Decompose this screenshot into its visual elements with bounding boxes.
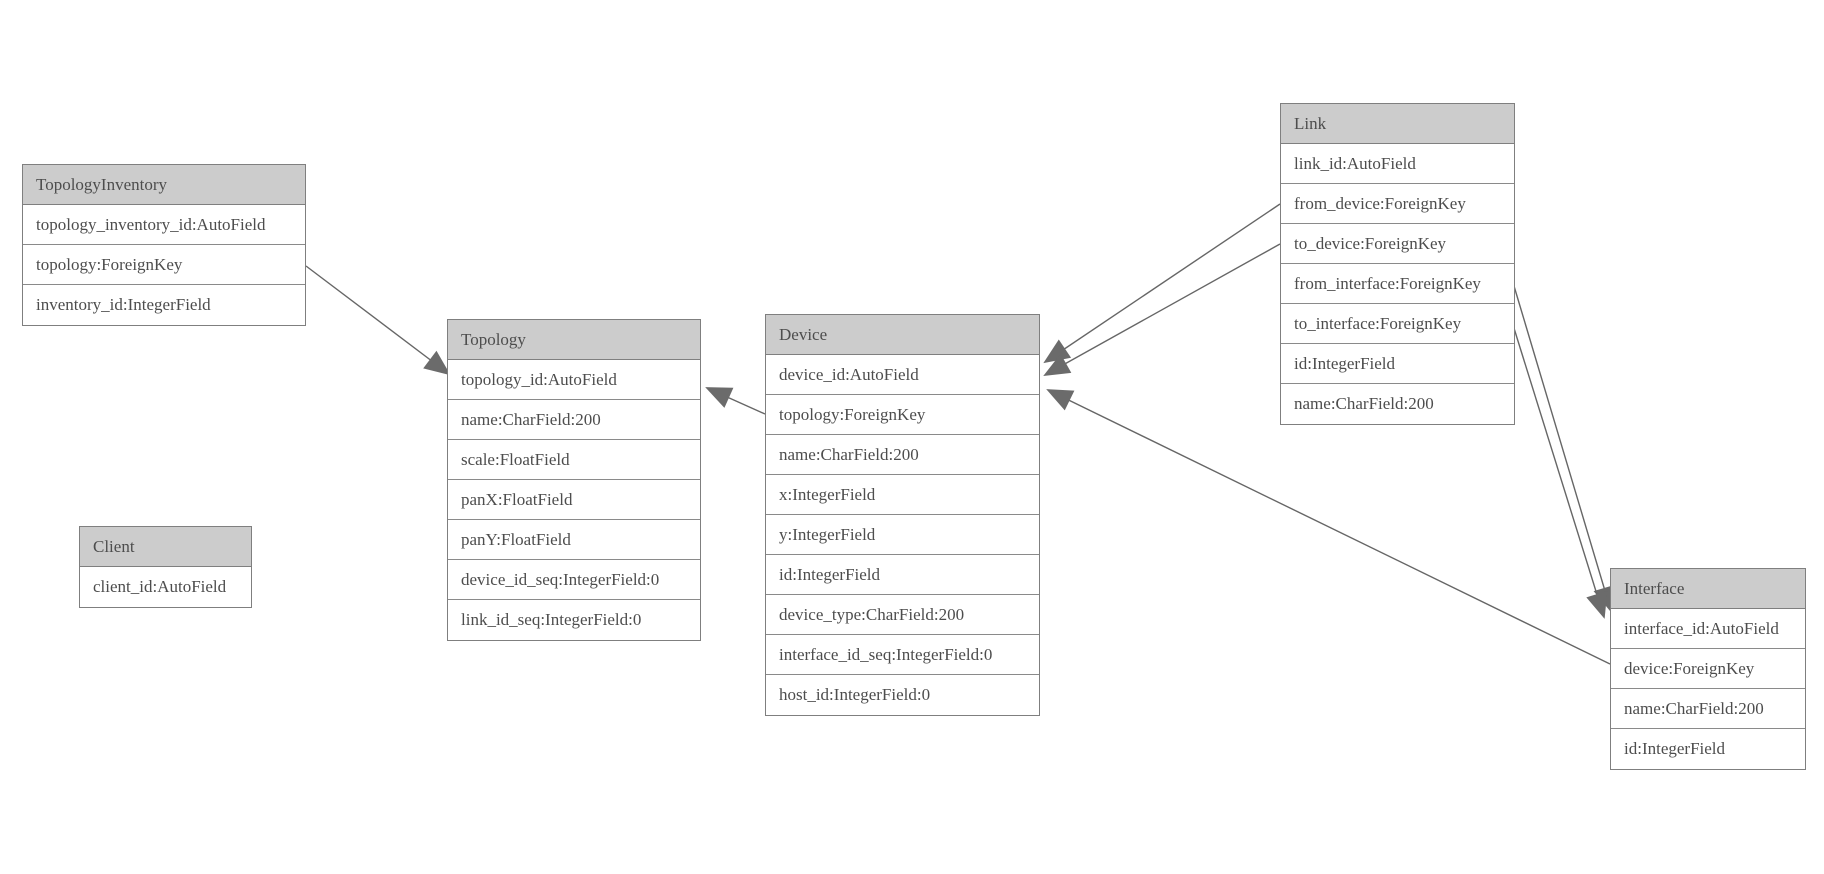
field-name: name:CharField:200	[448, 400, 700, 440]
entity-link: Link link_id:AutoField from_device:Forei…	[1280, 103, 1515, 425]
field-panx: panX:FloatField	[448, 480, 700, 520]
entity-topology: Topology topology_id:AutoField name:Char…	[447, 319, 701, 641]
edge-topologyinventory-topology	[305, 265, 451, 376]
field-to-device: to_device:ForeignKey	[1281, 224, 1514, 264]
field-device-id: device_id:AutoField	[766, 355, 1039, 395]
field-y: y:IntegerField	[766, 515, 1039, 555]
field-host-id: host_id:IntegerField:0	[766, 675, 1039, 715]
edge-link-to-device	[1043, 243, 1281, 376]
edge-link-to-interface	[1512, 324, 1608, 619]
edge-interface-device	[1046, 389, 1611, 665]
field-interface-id-seq: interface_id_seq:IntegerField:0	[766, 635, 1039, 675]
field-topology-fk: topology:ForeignKey	[766, 395, 1039, 435]
field-id: id:IntegerField	[1281, 344, 1514, 384]
field-x: x:IntegerField	[766, 475, 1039, 515]
field-id: id:IntegerField	[766, 555, 1039, 595]
entity-device: Device device_id:AutoField topology:Fore…	[765, 314, 1040, 716]
field-name: name:CharField:200	[1611, 689, 1805, 729]
field-scale: scale:FloatField	[448, 440, 700, 480]
edge-link-from-interface	[1513, 285, 1615, 613]
field-pany: panY:FloatField	[448, 520, 700, 560]
entity-interface: Interface interface_id:AutoField device:…	[1610, 568, 1806, 770]
entity-topologyinventory: TopologyInventory topology_inventory_id:…	[22, 164, 306, 326]
field-to-interface: to_interface:ForeignKey	[1281, 304, 1514, 344]
field-name: name:CharField:200	[766, 435, 1039, 475]
field-inventory-id: inventory_id:IntegerField	[23, 285, 305, 325]
field-from-interface: from_interface:ForeignKey	[1281, 264, 1514, 304]
edge-link-from-device	[1043, 203, 1281, 364]
entity-device-title: Device	[766, 315, 1039, 355]
field-device-fk: device:ForeignKey	[1611, 649, 1805, 689]
field-from-device: from_device:ForeignKey	[1281, 184, 1514, 224]
field-id: id:IntegerField	[1611, 729, 1805, 769]
field-topology-inventory-id: topology_inventory_id:AutoField	[23, 205, 305, 245]
entity-client-title: Client	[80, 527, 251, 567]
field-name: name:CharField:200	[1281, 384, 1514, 424]
field-client-id: client_id:AutoField	[80, 567, 251, 607]
field-link-id-seq: link_id_seq:IntegerField:0	[448, 600, 700, 640]
entity-client: Client client_id:AutoField	[79, 526, 252, 608]
entity-link-title: Link	[1281, 104, 1514, 144]
field-interface-id: interface_id:AutoField	[1611, 609, 1805, 649]
edge-device-topology	[705, 387, 766, 415]
entity-topology-title: Topology	[448, 320, 700, 360]
field-device-id-seq: device_id_seq:IntegerField:0	[448, 560, 700, 600]
field-topology-id: topology_id:AutoField	[448, 360, 700, 400]
field-link-id: link_id:AutoField	[1281, 144, 1514, 184]
field-topology-fk: topology:ForeignKey	[23, 245, 305, 285]
entity-topologyinventory-title: TopologyInventory	[23, 165, 305, 205]
field-device-type: device_type:CharField:200	[766, 595, 1039, 635]
entity-interface-title: Interface	[1611, 569, 1805, 609]
